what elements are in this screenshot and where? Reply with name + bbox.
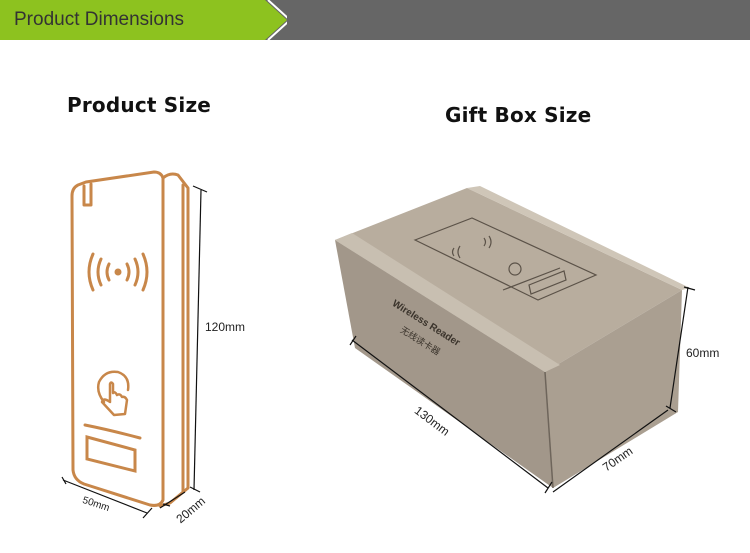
box-printed-reader-outline bbox=[413, 217, 598, 301]
header-bar: Product Dimensions bbox=[0, 0, 750, 40]
card-slot-icon bbox=[83, 423, 142, 473]
rfid-wave-icon bbox=[87, 252, 149, 292]
product-size-title: Product Size bbox=[67, 93, 212, 117]
header-arrow-tab bbox=[0, 0, 287, 40]
box-height-label: 60mm bbox=[686, 346, 720, 360]
header-title: Product Dimensions bbox=[14, 9, 185, 30]
gift-box-size-title: Gift Box Size bbox=[445, 103, 592, 127]
product-height-label: 120mm bbox=[205, 320, 246, 334]
finger-touch-icon bbox=[96, 370, 130, 417]
